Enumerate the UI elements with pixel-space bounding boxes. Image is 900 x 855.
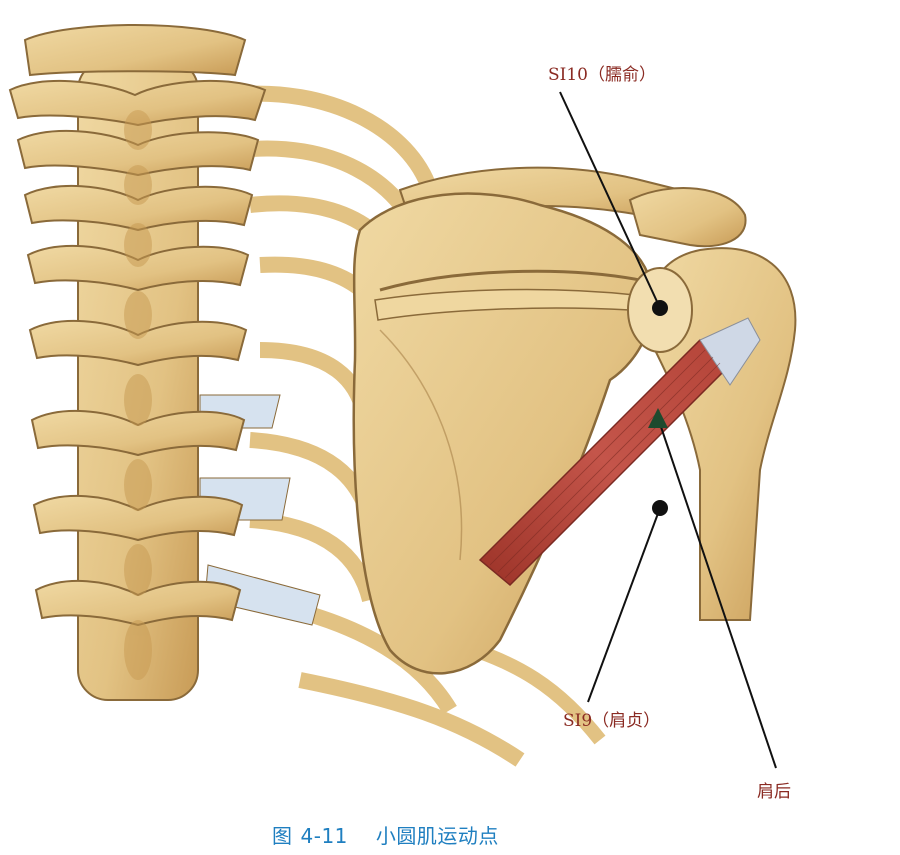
si10-pointer-line: [559, 91, 661, 309]
figure-caption: 图 4-11 小圆肌运动点: [272, 820, 499, 849]
vertebral-column: [8, 24, 267, 701]
si10-point-marker: [652, 300, 668, 316]
jianhou-label: 肩后: [757, 782, 791, 802]
ribs: [229, 85, 606, 767]
si9-pointer-line: [587, 507, 661, 703]
caption-title: 小圆肌运动点: [375, 824, 499, 848]
pointer-lines: [559, 91, 777, 769]
scapula: [352, 187, 747, 675]
motor-point-marker: [648, 408, 668, 428]
caption-prefix: 图: [272, 824, 293, 848]
si9-label: SI9（肩贞）: [563, 711, 661, 731]
caption-number: 4-11: [300, 824, 348, 848]
teres-minor-muscle: [478, 317, 761, 587]
si10-label: SI10（臑俞）: [548, 65, 656, 85]
jianhou-pointer-line: [657, 417, 777, 769]
si9-point-marker: [652, 500, 668, 516]
shoulder-anatomy-drawing: [8, 24, 797, 769]
